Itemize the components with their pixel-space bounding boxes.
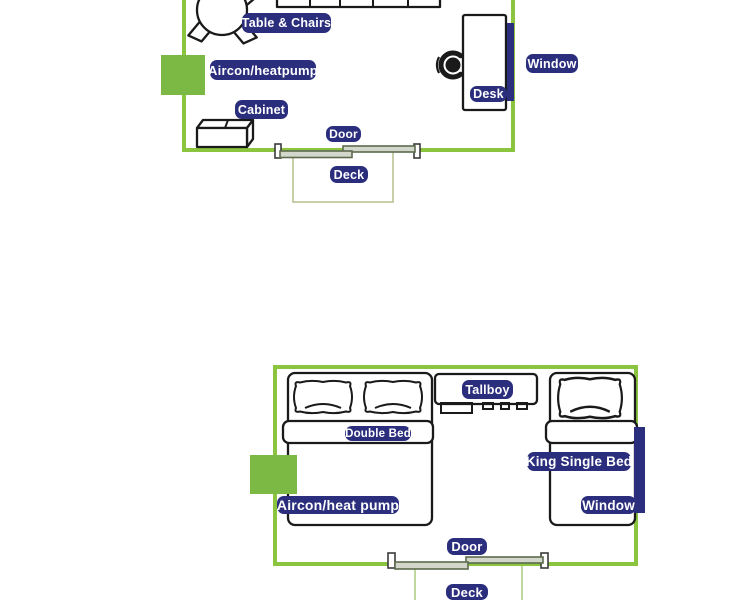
label-deck-bottom: Deck [446, 584, 488, 600]
door-slider [342, 145, 416, 153]
door-slider [394, 561, 469, 570]
bed-runner [544, 419, 639, 445]
label-table-chairs: Table & Chairs [242, 13, 331, 33]
label-window-top: Window [526, 54, 578, 73]
pillow [293, 379, 353, 415]
label-aircon-top: Aircon/heatpump [208, 60, 318, 80]
dining-table [195, 0, 249, 37]
top-sliding-door [274, 143, 421, 159]
top-window-glazing [507, 23, 514, 101]
label-king-single-bed: King Single Bed [525, 452, 633, 471]
door-jamb [387, 552, 396, 569]
label-deck-top: Deck [330, 166, 368, 183]
label-door-bottom: Door [447, 538, 487, 555]
label-cabinet: Cabinet [235, 100, 288, 119]
label-tallboy: Tallboy [462, 380, 513, 399]
label-door-top: Door [326, 126, 361, 142]
aircon-unit-2 [250, 455, 297, 494]
office-chair-icon [435, 50, 464, 80]
king-single-bed-drawing [544, 371, 639, 527]
pillow [363, 379, 423, 415]
bottom-sliding-door [387, 552, 549, 570]
bottom-window-glazing [634, 427, 645, 513]
aircon-unit [161, 55, 205, 95]
label-aircon-bottom: Aircon/heat pump [276, 496, 400, 514]
cabinet-drawing [195, 118, 255, 149]
label-desk: Desk [470, 86, 507, 102]
bench-shelf [275, 0, 442, 9]
label-window-bottom: Window [581, 496, 636, 514]
door-slider [465, 556, 544, 564]
pillow [557, 376, 623, 420]
label-double-bed: Double Bed [345, 426, 411, 441]
door-slider [279, 150, 353, 159]
bottom-top-wall [273, 365, 638, 369]
